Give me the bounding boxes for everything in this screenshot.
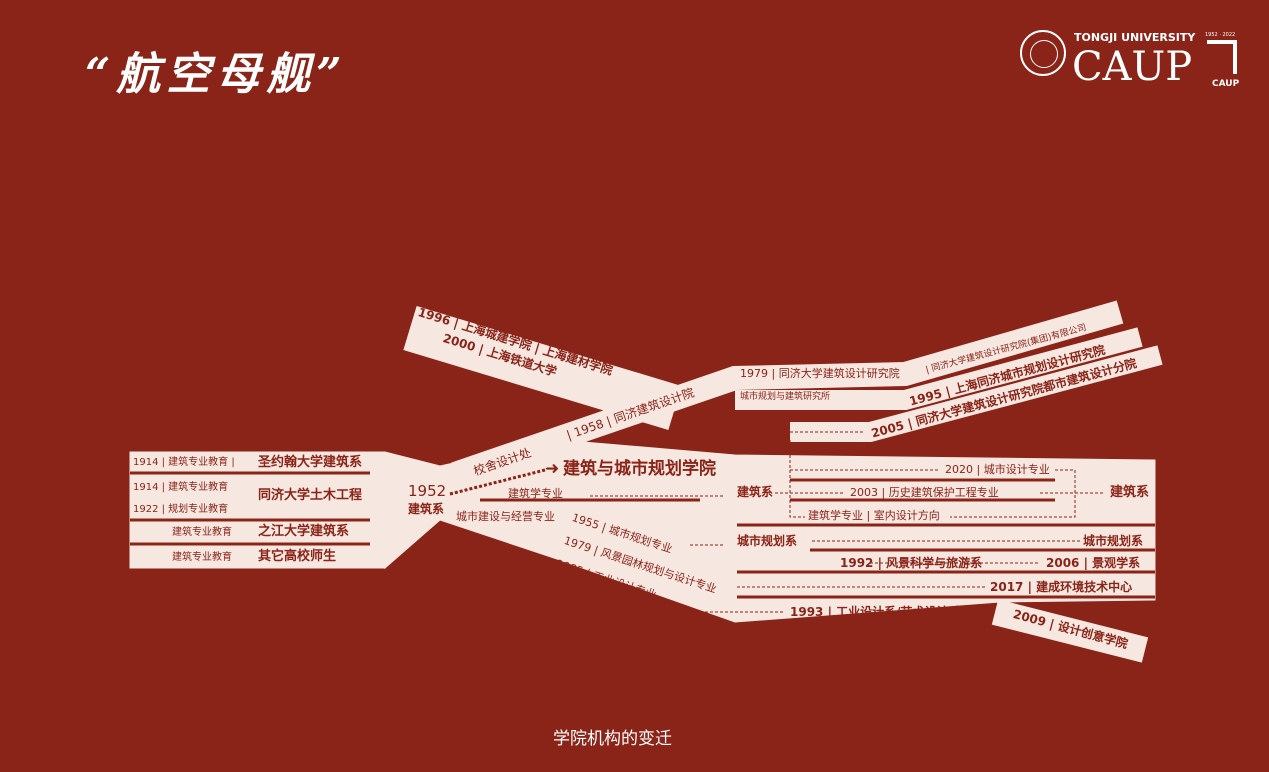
right-plan-2: 城市规划系 <box>1083 534 1144 548</box>
right-arch-dept: 建筑系 <box>737 485 774 499</box>
left-row23-school: 同济大学土木工程 <box>258 488 363 503</box>
logo-university: TONGJI UNIVERSITY <box>1074 31 1196 44</box>
college-name: 建筑与城市规划学院 <box>563 459 716 479</box>
merged-band <box>403 305 682 431</box>
design-1979: 1979 | 同济大学建筑设计研究院 <box>740 367 900 380</box>
left-row4-school: 之江大学建筑系 <box>258 524 350 539</box>
right-2003: 2003 | 历史建筑保护工程专业 <box>850 486 999 499</box>
right-1992: 1992 | 风景科学与旅游系 <box>840 556 983 570</box>
logo-badge-name: CAUP <box>1212 79 1240 89</box>
slide-title: “航空母舰” <box>85 49 348 100</box>
merge-year: 1952 <box>408 482 447 500</box>
left-row1-school: 圣约翰大学建筑系 <box>258 455 363 470</box>
left-row4-year: 建筑专业教育 <box>172 527 232 538</box>
merge-dept: 建筑系 <box>408 502 445 516</box>
left-row5-school: 其它高校师生 <box>258 549 337 564</box>
design-band <box>451 300 1124 486</box>
institute-band <box>735 327 1143 410</box>
logo-badge-years: 1952 · 2022 <box>1205 32 1236 38</box>
design-institute: 城市规划与建筑研究所 <box>740 392 831 402</box>
right-plan: 城市规划系 <box>737 534 798 548</box>
major-urban: 城市建设与经营专业 <box>456 510 555 523</box>
right-arch-dept-2: 建筑系 <box>1110 485 1150 500</box>
major-arch: 建筑学专业 <box>508 487 563 500</box>
logo-badge-icon <box>1207 40 1237 74</box>
right-2006: 2006 | 景观学系 <box>1046 556 1141 570</box>
college-year: 1986 <box>683 431 729 452</box>
left-block <box>129 451 386 569</box>
divider-lines <box>130 471 1155 599</box>
logo-seal-icon <box>1020 30 1066 76</box>
left-row5-year: 建筑专业教育 <box>172 552 232 563</box>
right-1993: 1993 | 工业设计系/艺术设计系 <box>790 605 961 619</box>
arrow-lines <box>449 431 1105 613</box>
right-2020: 2020 | 城市设计专业 <box>945 463 1050 476</box>
right-interior: 建筑学专业 | 室内设计方向 <box>808 509 940 522</box>
creative-band <box>991 599 1149 663</box>
left-row1-year: 1914 | 建筑专业教育 | <box>133 457 235 468</box>
arrow-icon: ➜ <box>545 459 560 479</box>
left-row3-year: 1922 | 规划专业教育 <box>133 504 229 515</box>
logo-caup: CAUP <box>1072 44 1193 90</box>
right-2017: 2017 | 建成环境技术中心 <box>990 580 1133 594</box>
left-row2-year: 1914 | 建筑专业教育 <box>133 482 229 493</box>
caption: 学院机构的变迁 <box>553 729 672 749</box>
